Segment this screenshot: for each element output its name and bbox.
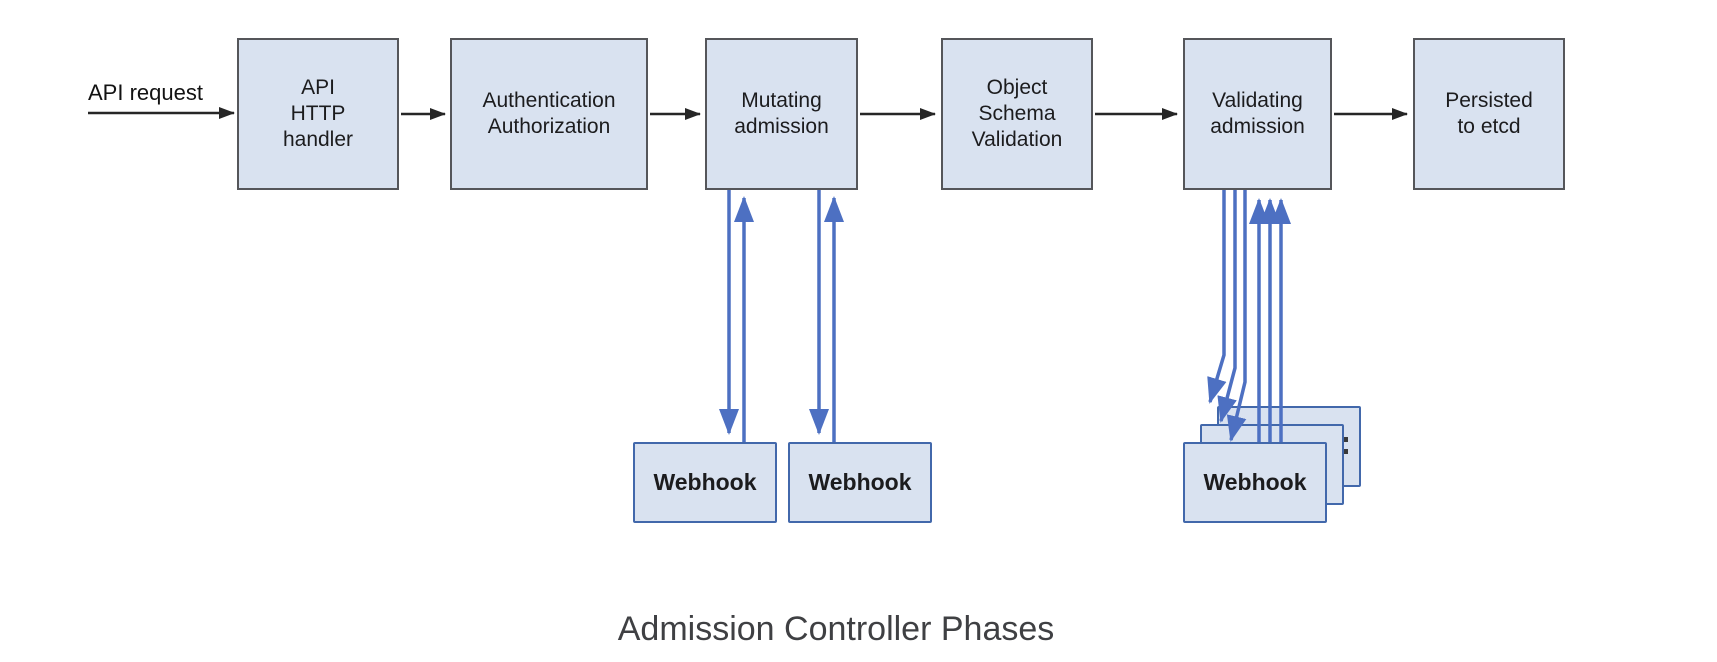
phase-label-line: Persisted: [1445, 89, 1533, 112]
phase-label-line: Schema: [978, 102, 1056, 125]
phase-box-persisted-to-etcd: Persisted to etcd: [1413, 38, 1565, 190]
phase-label-line: admission: [1210, 115, 1305, 138]
validating-webhook-call-arrow-down-1: [1207, 190, 1227, 404]
webhook-label: Webhook: [1203, 469, 1307, 495]
phase-label-line: Validating: [1212, 89, 1303, 112]
api-request-label: API request: [88, 80, 203, 105]
phase-box-mutating-admission: Mutating admission: [705, 38, 858, 190]
validating-webhook-box-front: Webhook: [1183, 442, 1327, 523]
mutating-webhook-box-2: Webhook: [788, 442, 932, 523]
phase-label-line: Authentication: [482, 89, 616, 112]
phase-box-validating-admission: Validating admission: [1183, 38, 1332, 190]
phase-box-api-http-handler: API HTTP handler: [237, 38, 399, 190]
phase-label-line: admission: [734, 115, 829, 138]
phase-label-line: handler: [282, 128, 354, 151]
phase-label-line: HTTP: [290, 102, 346, 125]
validating-webhook-call-arrow-down-2: [1217, 190, 1237, 423]
diagram-caption: Admission Controller Phases: [617, 610, 1055, 648]
phase-box-object-schema-validation: Object Schema Validation: [941, 38, 1093, 190]
phase-label-line: Authorization: [487, 115, 611, 138]
phase-label-line: Validation: [971, 128, 1063, 151]
mutating-webhook-box-1: Webhook: [633, 442, 777, 523]
phase-box-authentication-authorization: Authentication Authorization: [450, 38, 648, 190]
webhook-label: Webhook: [653, 469, 757, 495]
webhook-label: Webhook: [808, 469, 912, 495]
phase-label-line: API: [301, 76, 335, 99]
clipped-text-fragment: [1344, 437, 1348, 454]
validating-webhook-call-arrow-down-3: [1226, 190, 1247, 442]
phase-label-line: Object: [986, 76, 1048, 99]
phase-label-line: to etcd: [1457, 115, 1521, 138]
phase-label-line: Mutating: [741, 89, 822, 112]
